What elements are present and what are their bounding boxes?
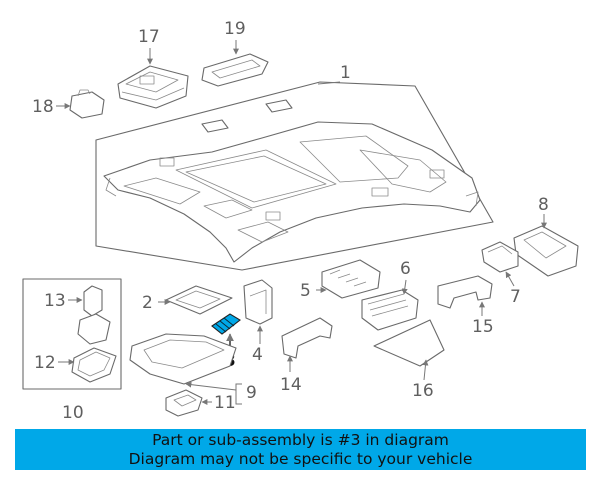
banner-line-1: Part or sub-assembly is #3 in diagram	[152, 431, 449, 449]
callout-15: 15	[472, 317, 494, 337]
pad-2	[165, 285, 233, 315]
callout-12: 12	[34, 353, 56, 373]
callout-17: 17	[138, 27, 160, 47]
handle-15	[437, 275, 493, 309]
callout-4: 4	[252, 345, 263, 365]
lamp-12	[71, 347, 117, 383]
highlighted-part-3	[211, 313, 241, 335]
lamp-holder-13	[77, 285, 111, 345]
bracket-7	[481, 241, 519, 273]
callout-7: 7	[510, 287, 521, 307]
lamp-bracket	[201, 53, 269, 87]
callout-6: 6	[400, 259, 411, 279]
clip-18	[69, 89, 105, 119]
callout-2: 2	[142, 293, 153, 313]
callout-13: 13	[44, 291, 66, 311]
bracket-4	[243, 279, 273, 325]
callout-1: 1	[340, 63, 351, 83]
handle-14	[281, 317, 333, 359]
headliner-panel	[95, 81, 494, 271]
callout-5: 5	[300, 281, 311, 301]
grille-5	[321, 259, 381, 299]
callout-19: 19	[224, 19, 246, 39]
callout-16: 16	[412, 381, 434, 401]
callout-14: 14	[280, 375, 302, 395]
callout-8: 8	[538, 195, 549, 215]
callout-9: 9	[246, 383, 257, 403]
callout-line-1	[317, 81, 341, 85]
group-box-10	[22, 278, 122, 390]
callout-line-6	[401, 279, 408, 295]
banner-line-2: Diagram may not be specific to your vehi…	[128, 450, 473, 468]
info-banner: Part or sub-assembly is #3 in diagram Di…	[15, 429, 586, 470]
callout-line-7	[505, 271, 515, 287]
callout-10: 10	[62, 403, 84, 423]
callout-11: 11	[214, 393, 236, 413]
callout-line-9a	[185, 381, 237, 391]
mat-16	[373, 319, 445, 367]
visor-clip-11	[165, 389, 203, 417]
tray-6	[361, 289, 419, 331]
trim-piece-8	[513, 225, 579, 277]
callout-18: 18	[32, 97, 54, 117]
dome-lamp	[117, 65, 189, 109]
callout-line-9	[235, 383, 242, 405]
callout-line-16	[422, 359, 429, 381]
sun-visor-9	[129, 333, 237, 385]
